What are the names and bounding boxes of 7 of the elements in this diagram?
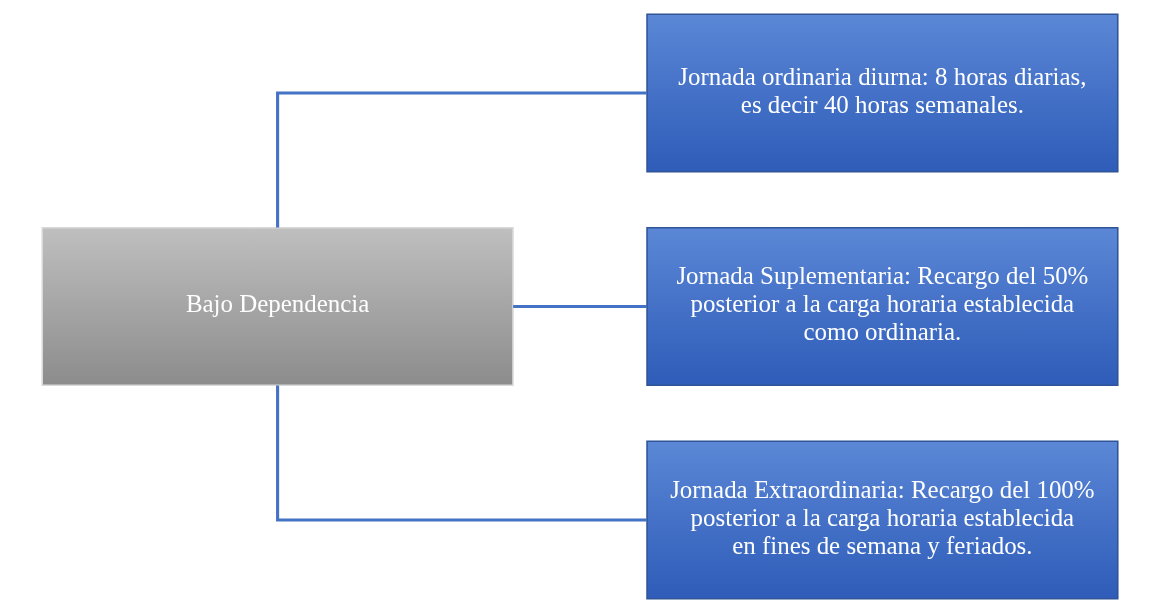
connector [276, 385, 647, 522]
connector [513, 304, 647, 309]
connector [276, 91, 647, 228]
node-box: Jornada Suplementaria: Recargo del 50% posterior a la carga horaria establecida como ordinaria. [646, 227, 1119, 386]
node-box: Bajo Dependencia [41, 227, 514, 386]
node-box: Jornada Extraordinaria: Recargo del 100% posterior a la carga horaria establecida en fines de semana y feriados. [646, 440, 1119, 600]
node-box: Jornada ordinaria diurna: 8 horas diarias, es decir 40 horas semanales. [646, 13, 1119, 173]
